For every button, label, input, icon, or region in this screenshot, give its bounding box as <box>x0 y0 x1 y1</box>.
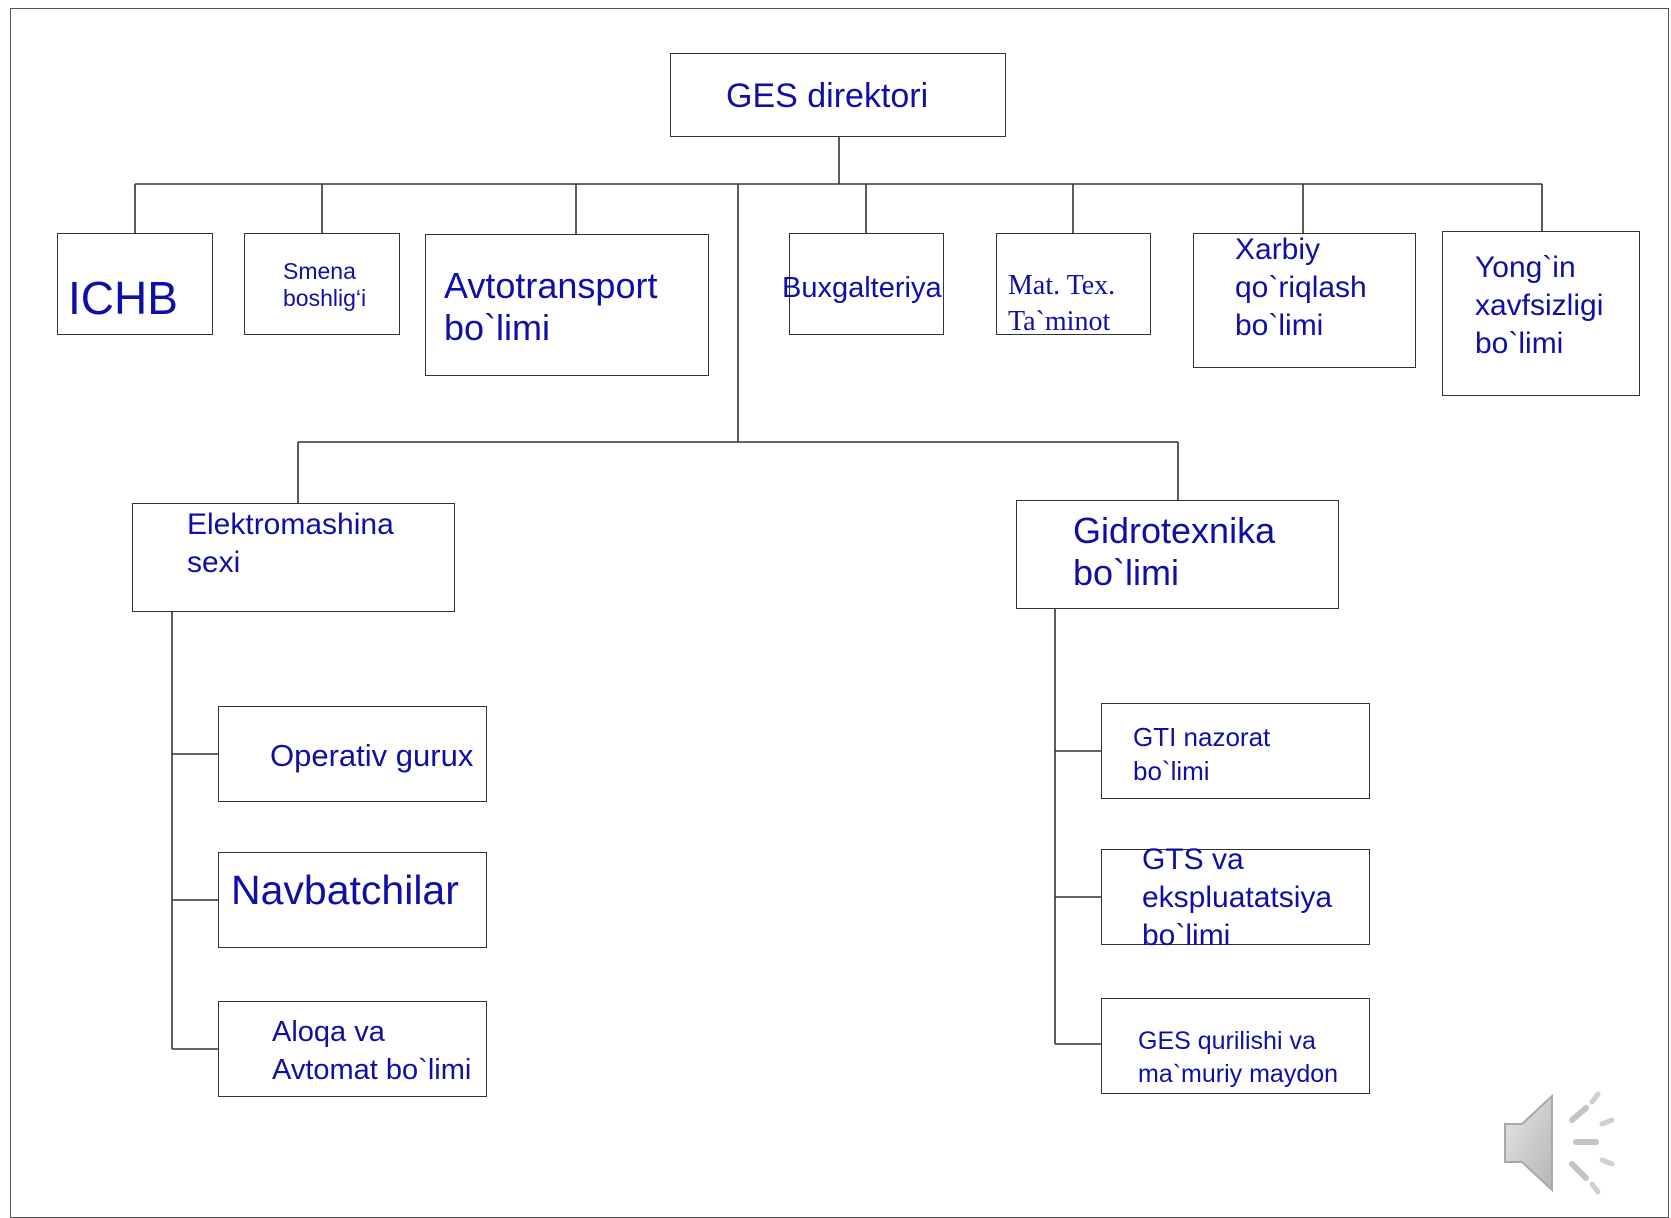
navbatchilar-label: Navbatchilar <box>231 867 459 913</box>
gti-label: GTI nazorat bo`limi <box>1133 722 1271 786</box>
avtotransport-label: Avtotransport bo`limi <box>444 265 658 349</box>
gts-box <box>1101 849 1370 945</box>
ichb-box <box>57 233 213 335</box>
aloqa-label: Aloqa va Avtomat bo`limi <box>272 1016 472 1086</box>
buxgalteriya-box <box>789 233 944 335</box>
smena-label: Smena boshlig‘i <box>283 258 367 312</box>
mat-tex-label: Mat. Tex. Ta`minot <box>1008 270 1116 338</box>
ichb-label: ICHB <box>68 272 178 324</box>
smena-box <box>244 233 400 335</box>
gidrotexnika-box <box>1016 500 1339 609</box>
ges-qurilishi-label: GES qurilishi va ma`muriy maydon <box>1138 1027 1339 1088</box>
yongin-label: Yong`in xavfsizligi bo`limi <box>1475 251 1604 361</box>
gidrotexnika-label: Gidrotexnika bo`limi <box>1073 510 1276 594</box>
operativ-label: Operativ gurux <box>270 738 474 773</box>
root-box <box>670 53 1006 137</box>
xarbiy-box <box>1193 233 1416 368</box>
root-label: GES direktori <box>726 77 929 115</box>
navbatchilar-box <box>218 852 487 948</box>
ges-qurilishi-box <box>1101 998 1370 1094</box>
elektromashina-box <box>132 503 455 612</box>
aloqa-box <box>218 1001 487 1097</box>
buxgalteriya-label: Buxgalteriya <box>782 272 942 304</box>
yongin-box <box>1442 231 1640 396</box>
elektromashina-label: Elektromashina sexi <box>187 508 394 580</box>
xarbiy-label: Xarbiy qo`riqlash bo`limi <box>1235 233 1367 343</box>
gts-label: GTS va ekspluatatsiya bo`limi <box>1142 843 1333 953</box>
avtotransport-box <box>425 234 709 376</box>
speaker-icon[interactable] <box>1500 1088 1630 1198</box>
operativ-box <box>218 706 487 802</box>
mat-tex-box <box>996 233 1151 335</box>
gti-box <box>1101 703 1370 799</box>
